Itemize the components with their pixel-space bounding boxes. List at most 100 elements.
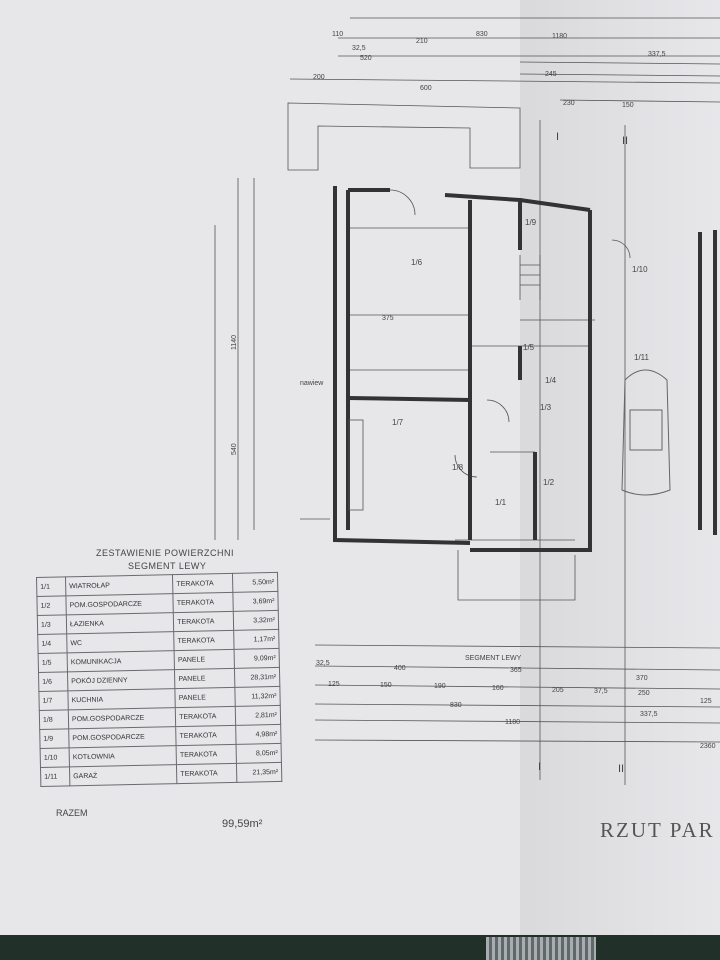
room-floor: PANELE: [174, 649, 235, 670]
room-name: POM.GOSPODARCZE: [68, 707, 176, 729]
svg-text:830: 830: [450, 702, 462, 709]
room-name: GARAŻ: [69, 764, 178, 786]
svg-text:1/11: 1/11: [634, 353, 650, 362]
sheet-fold-shadow: [520, 0, 720, 935]
room-area: 5,50m²: [232, 572, 278, 593]
room-area: 3,32m²: [233, 610, 279, 631]
room-floor: TERAKOTA: [172, 573, 233, 594]
room-area: 9,09m²: [234, 648, 280, 669]
room-area: 21,35m²: [236, 762, 282, 783]
svg-text:830: 830: [476, 31, 488, 38]
drawing-sheet: [0, 0, 720, 935]
room-number: 1/4: [37, 633, 68, 654]
svg-text:32,5: 32,5: [352, 45, 366, 52]
room-area: 11,32m²: [234, 686, 281, 707]
svg-text:160: 160: [492, 685, 504, 692]
svg-text:1/5: 1/5: [523, 343, 535, 352]
room-name: KOTŁOWNIA: [69, 745, 177, 767]
svg-text:1/6: 1/6: [411, 258, 423, 267]
room-name: POKÓJ DZIENNY: [67, 669, 176, 691]
room-name: KUCHNIA: [67, 688, 176, 710]
svg-text:337,5: 337,5: [648, 51, 666, 58]
svg-text:37,5: 37,5: [594, 688, 608, 695]
svg-text:1/9: 1/9: [525, 218, 537, 227]
room-floor: TERAKOTA: [175, 706, 236, 727]
svg-text:365: 365: [510, 667, 522, 674]
svg-text:370: 370: [636, 675, 648, 682]
room-number: 1/11: [40, 766, 70, 787]
room-floor: TERAKOTA: [175, 725, 237, 746]
room-floor: TERAKOTA: [176, 744, 237, 765]
table-cloth: [0, 935, 720, 960]
room-name: POM.GOSPODARCZE: [65, 593, 174, 615]
svg-text:250: 250: [638, 690, 650, 697]
table-title-line1: ZESTAWIENIE POWIERZCHNI: [96, 548, 235, 558]
svg-text:1/3: 1/3: [540, 403, 552, 412]
svg-text:2360: 2360: [700, 743, 716, 750]
svg-text:II: II: [618, 763, 624, 775]
room-name: WIATROŁAP: [65, 574, 174, 596]
svg-text:600: 600: [420, 85, 432, 92]
room-floor: TERAKOTA: [173, 611, 234, 632]
room-number: 1/5: [38, 652, 68, 673]
svg-text:245: 245: [545, 71, 557, 78]
room-area: 2,81m²: [235, 705, 281, 726]
room-name: POM.GOSPODARCZE: [68, 726, 177, 748]
svg-text:190: 190: [434, 683, 446, 690]
room-number: 1/1: [36, 576, 66, 597]
svg-text:400: 400: [394, 665, 406, 672]
svg-text:150: 150: [622, 102, 634, 109]
svg-text:205: 205: [552, 687, 564, 694]
svg-text:125: 125: [328, 681, 340, 688]
room-number: 1/9: [39, 728, 70, 749]
room-floor: TERAKOTA: [176, 763, 237, 784]
room-number: 1/2: [36, 595, 67, 616]
room-name: ŁAZIENKA: [66, 612, 174, 634]
svg-text:1/4: 1/4: [545, 376, 557, 385]
svg-text:210: 210: [416, 38, 428, 45]
room-floor: TERAKOTA: [173, 592, 234, 613]
room-floor: TERAKOTA: [173, 630, 235, 651]
svg-text:375: 375: [382, 315, 394, 322]
svg-text:I: I: [556, 131, 559, 143]
room-number: 1/10: [40, 747, 70, 768]
room-area: 1,17m²: [233, 629, 280, 650]
svg-text:nawiew: nawiew: [300, 380, 324, 387]
jewelry-object: [486, 937, 596, 960]
svg-text:337,5: 337,5: [640, 711, 658, 718]
room-floor: PANELE: [174, 668, 235, 689]
room-area: 3,69m²: [232, 591, 279, 612]
svg-text:520: 520: [360, 55, 372, 62]
svg-text:32,5: 32,5: [316, 660, 330, 667]
room-number: 1/7: [38, 690, 69, 711]
room-number: 1/8: [39, 709, 69, 730]
drawing-title: RZUT PAR: [600, 818, 715, 842]
total-area: 99,59m²: [222, 818, 263, 830]
svg-text:1/8: 1/8: [452, 463, 464, 472]
room-name: KOMUNIKACJA: [67, 650, 175, 672]
svg-text:125: 125: [700, 698, 712, 705]
svg-text:I: I: [538, 761, 541, 773]
floor-plan-drawing: 110 210 830 1180 32,5 520 337,5 200 600 245 230…: [214, 17, 720, 785]
svg-text:110: 110: [332, 31, 343, 38]
room-number: 1/6: [38, 671, 68, 692]
svg-text:540: 540: [231, 443, 238, 455]
svg-text:1180: 1180: [552, 33, 567, 40]
svg-text:1/2: 1/2: [543, 478, 555, 487]
svg-text:230: 230: [563, 100, 575, 107]
svg-text:150: 150: [380, 682, 392, 689]
room-area: 8,05m²: [236, 743, 282, 764]
svg-text:1/10: 1/10: [632, 265, 648, 274]
room-area: 4,98m²: [235, 724, 282, 745]
svg-text:1/1: 1/1: [495, 498, 507, 507]
svg-text:1180: 1180: [505, 719, 520, 726]
table-title-line2: SEGMENT LEWY: [128, 561, 207, 571]
room-area: 28,31m²: [234, 667, 280, 688]
svg-text:200: 200: [313, 74, 325, 81]
svg-text:SEGMENT LEWY: SEGMENT LEWY: [465, 655, 522, 662]
svg-text:II: II: [622, 135, 628, 147]
room-number: 1/3: [37, 614, 67, 635]
room-floor: PANELE: [175, 687, 236, 708]
